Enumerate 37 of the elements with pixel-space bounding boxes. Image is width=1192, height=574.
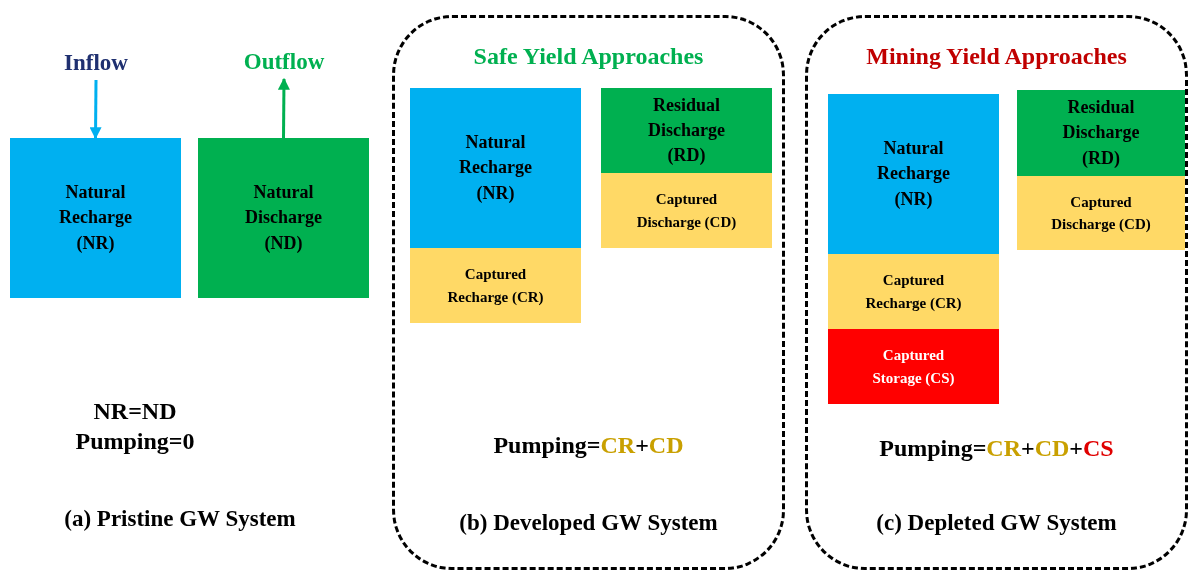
panel-caption: (c) Depleted GW System (875, 509, 1118, 537)
pumping-note: Pumping=0 (74, 427, 196, 456)
flow-arrow (89, 80, 102, 140)
component-box (601, 88, 772, 173)
component-box (410, 88, 581, 248)
box-label: Captured Storage (CS) (871, 346, 956, 388)
component-box (410, 248, 581, 323)
dashed-group-outline (392, 15, 785, 570)
component-box (828, 94, 999, 254)
box-label: Captured Recharge (CR) (446, 265, 545, 307)
flow-arrow (277, 77, 290, 138)
dashed-group-outline (805, 15, 1188, 570)
panel-caption: (a) Pristine GW System (63, 505, 297, 533)
box-label: Captured Recharge (CR) (864, 271, 963, 313)
balance-equation: NR=ND (92, 397, 178, 426)
component-box (828, 254, 999, 329)
flow-label: Outflow (224, 45, 344, 80)
box-label: Captured Discharge (CD) (1050, 192, 1152, 234)
box-label: Captured Discharge (CD) (635, 190, 738, 232)
box-label: Natural Recharge (NR) (458, 131, 533, 205)
component-box (601, 173, 772, 248)
pumping-equation: Pumping=CR+CD (492, 431, 685, 460)
component-box (198, 138, 369, 298)
pumping-equation: Pumping=CR+CD+CS (878, 434, 1115, 463)
component-box (1017, 90, 1185, 176)
group-heading: Mining Yield Approaches (865, 42, 1128, 71)
flow-label: Inflow (46, 46, 146, 81)
box-label: Natural Recharge (NR) (58, 181, 133, 255)
component-box (828, 329, 999, 404)
box-label: Natural Discharge (ND) (244, 181, 323, 255)
panel-caption: (b) Developed GW System (458, 509, 719, 537)
box-label: Residual Discharge (RD) (1061, 96, 1141, 170)
component-box (1017, 176, 1185, 250)
component-box (10, 138, 181, 298)
box-label: Natural Recharge (NR) (876, 137, 951, 211)
box-label: Residual Discharge (RD) (647, 93, 726, 168)
group-heading: Safe Yield Approaches (472, 42, 705, 71)
